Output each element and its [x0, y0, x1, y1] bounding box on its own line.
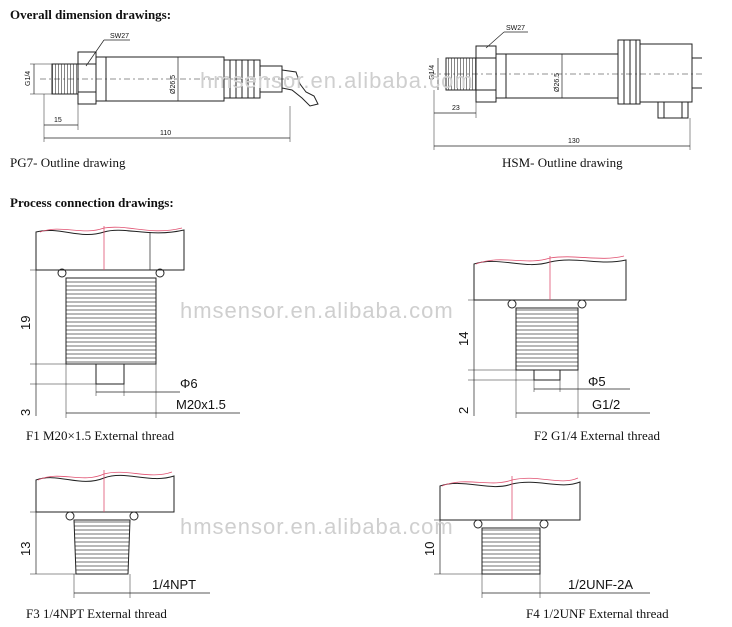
f1-height-label: 19 — [18, 316, 33, 330]
f1-connection-drawing — [30, 226, 240, 418]
f3-caption: F3 1/4NPT External thread — [26, 606, 167, 621]
pg7-outline-drawing — [30, 39, 319, 142]
watermark-bottom: hmsensor.en.alibaba.com — [180, 514, 454, 539]
hsm-diameter-label: Ø26.5 — [554, 73, 561, 92]
f2-dimension-labels: 14 2 Φ5 G1/2 — [456, 332, 620, 414]
hsm-outline-drawing — [430, 31, 702, 150]
f2-connection-drawing — [468, 255, 650, 418]
f1-bore-label: Φ6 — [180, 376, 198, 391]
f2-bore-label: Φ5 — [588, 374, 606, 389]
f1-thread-label: M20x1.5 — [176, 397, 226, 412]
process-heading: Process connection drawings: — [10, 195, 174, 210]
hsm-thread-label: G1/4 — [429, 65, 436, 80]
pg7-wrench-label: SW27 — [110, 33, 129, 40]
hsm-total-length-label: 130 — [568, 138, 580, 145]
hsm-short-length-label: 23 — [452, 105, 460, 112]
f4-height-label: 10 — [422, 542, 437, 556]
overall-heading: Overall dimension drawings: — [10, 7, 172, 22]
pg7-dimension-labels: SW27 G1/4 Ø26.5 15 110 — [25, 33, 177, 137]
f3-connection-drawing — [30, 470, 210, 598]
hsm-wrench-label: SW27 — [506, 25, 525, 32]
pg7-short-length-label: 15 — [54, 117, 62, 124]
f4-caption: F4 1/2UNF External thread — [526, 606, 669, 621]
f4-connection-drawing — [434, 476, 650, 598]
pg7-total-length-label: 110 — [160, 130, 171, 137]
f3-thread-label: 1/4NPT — [152, 577, 196, 592]
f4-thread-label: 1/2UNF-2A — [568, 577, 633, 592]
f2-tip-label: 2 — [456, 407, 471, 414]
f1-tip-label: 3 — [18, 409, 33, 416]
f2-caption: F2 G1/4 External thread — [534, 428, 660, 443]
hsm-caption: HSM- Outline drawing — [502, 155, 623, 170]
hsm-dimension-labels: SW27 G1/4 Ø26.5 23 130 — [429, 25, 580, 145]
pg7-diameter-label: Ø26.5 — [170, 75, 177, 94]
f2-thread-label: G1/2 — [592, 397, 620, 412]
f2-height-label: 14 — [456, 332, 471, 346]
f3-height-label: 13 — [18, 542, 33, 556]
watermark-middle: hmsensor.en.alibaba.com — [180, 298, 454, 323]
f4-dimension-labels: 10 1/2UNF-2A — [422, 542, 633, 592]
f1-dimension-labels: 19 3 Φ6 M20x1.5 — [18, 316, 226, 416]
watermark-top: hmsensor.en.alibaba.com — [200, 68, 474, 93]
pg7-thread-label: G1/4 — [25, 71, 32, 86]
pg7-caption: PG7- Outline drawing — [10, 155, 126, 170]
f1-caption: F1 M20×1.5 External thread — [26, 428, 175, 443]
f3-dimension-labels: 13 1/4NPT — [18, 542, 196, 592]
